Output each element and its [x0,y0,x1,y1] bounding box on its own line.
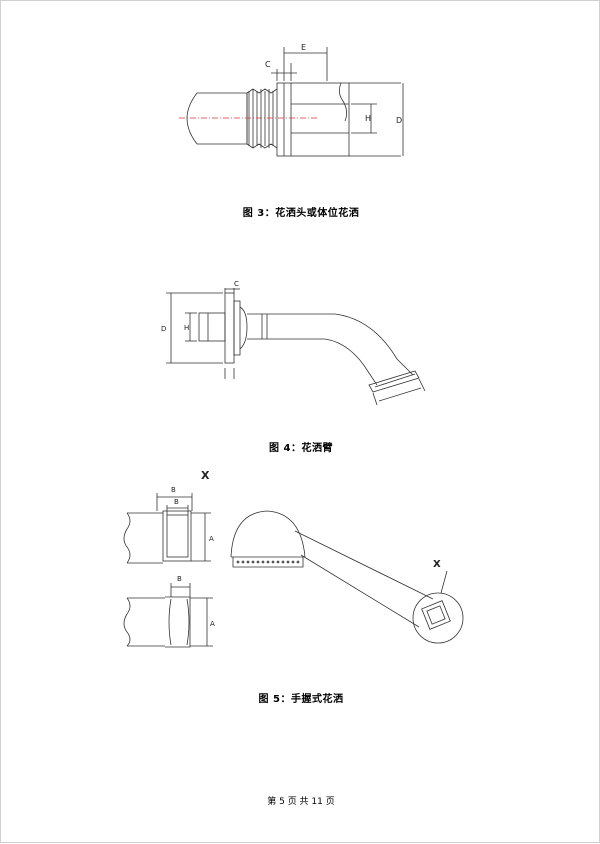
figure-4-caption: 图 4：花洒臂 [269,443,333,454]
fig4-label-d: D [161,325,166,333]
page-number-footer: 第 5 页 共 11 页 [267,797,335,807]
fig3-label-c: C [265,60,271,69]
fig5-label-b-lower: B [177,575,182,583]
fig5-label-x-detail: X [201,469,210,482]
shower-nozzles [236,560,300,564]
fig3-label-d: D [396,116,402,125]
figure-3-caption: 图 3：花洒头或体位花洒 [242,208,360,219]
fig4-label-c: C [234,280,239,288]
fig4-label-h: H [184,324,189,332]
fig5-label-x-callout: X [433,559,441,570]
fig5-label-a-top: A [209,535,214,543]
figure-5-caption: 图 5：手握式花洒 [258,694,344,705]
fig3-label-h: H [365,114,371,123]
fig5-label-a-lower: A [210,620,215,628]
fig3-label-e: E [301,43,306,52]
fig5-label-b-outer: B [171,486,176,494]
fig5-label-b-inner: B [174,498,179,506]
